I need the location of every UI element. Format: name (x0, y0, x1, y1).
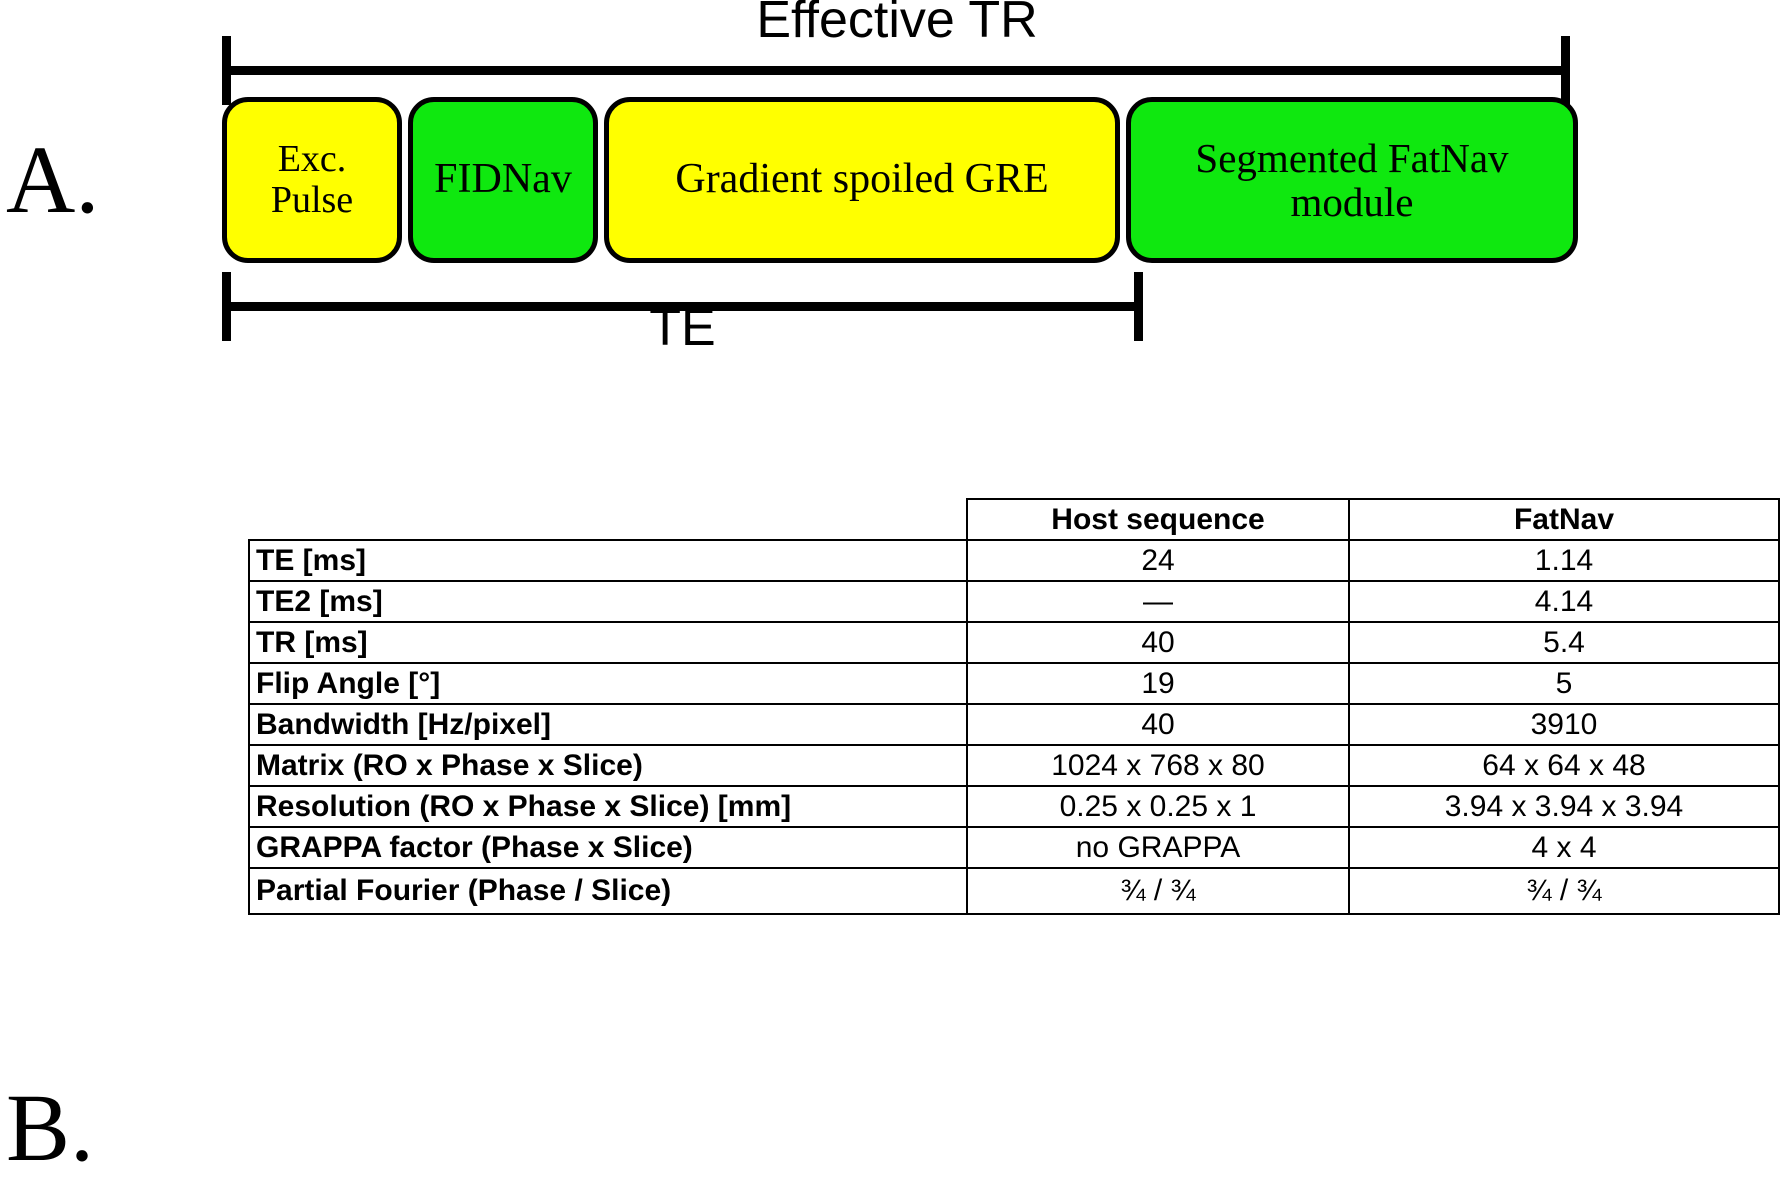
cell-fatnav: 64 x 64 x 48 (1348, 744, 1780, 787)
cell-host-sequence: 0.25 x 0.25 x 1 (966, 785, 1350, 828)
row-label: TE [ms] (248, 539, 968, 582)
cell-host-sequence: ¾ / ¾ (966, 867, 1350, 915)
te-bracket (222, 272, 1143, 341)
cell-fatnav: 4.14 (1348, 580, 1780, 623)
row-label: GRAPPA factor (Phase x Slice) (248, 826, 968, 869)
row-label: Bandwidth [Hz/pixel] (248, 703, 968, 746)
row-label: Partial Fourier (Phase / Slice) (248, 867, 968, 915)
cell-host-sequence: 1024 x 768 x 80 (966, 744, 1350, 787)
row-label: Flip Angle [°] (248, 662, 968, 705)
tr-bracket-bar (222, 66, 1570, 75)
row-label: TR [ms] (248, 621, 968, 664)
row-label: Resolution (RO x Phase x Slice) [mm] (248, 785, 968, 828)
table-row: Resolution (RO x Phase x Slice) [mm]0.25… (248, 785, 1780, 828)
effective-tr-bracket (222, 36, 1570, 105)
excitation-pulse-label-line1: Exc. (277, 137, 347, 180)
cell-fatnav: ¾ / ¾ (1348, 867, 1780, 915)
effective-tr-label: Effective TR (756, 0, 1038, 49)
cell-host-sequence: — (966, 580, 1350, 623)
cell-host-sequence: no GRAPPA (966, 826, 1350, 869)
column-header-host-sequence: Host sequence (966, 498, 1350, 541)
cell-fatnav: 3.94 x 3.94 x 3.94 (1348, 785, 1780, 828)
cell-host-sequence: 24 (966, 539, 1350, 582)
te-bracket-bar (222, 302, 1143, 311)
table-header-row: Host sequence FatNav (249, 498, 1780, 541)
row-label: TE2 [ms] (248, 580, 968, 623)
tr-bracket-right-tick (1561, 36, 1570, 105)
te-label: TE (649, 299, 716, 357)
segmented-fatnav-label-line1: Segmented FatNav (1195, 134, 1509, 181)
panel-a-sequence-diagram: A. Effective TR Exc.Pulse FIDNav Gradien… (0, 0, 1781, 420)
panel-a-label: A. (6, 126, 100, 233)
excitation-pulse-label-line2: Pulse (270, 179, 354, 221)
segmented-fatnav-label-line2: module (1290, 179, 1414, 225)
gradient-spoiled-gre-label: Gradient spoiled GRE (675, 156, 1049, 203)
sequence-block-fidnav: FIDNav (408, 97, 598, 263)
fidnav-label: FIDNav (434, 156, 572, 203)
cell-fatnav: 5.4 (1348, 621, 1780, 664)
row-label: Matrix (RO x Phase x Slice) (248, 744, 968, 787)
cell-host-sequence: 40 (966, 703, 1350, 746)
column-header-fatnav: FatNav (1348, 498, 1780, 541)
cell-fatnav: 1.14 (1348, 539, 1780, 582)
table-row: TE2 [ms]—4.14 (248, 580, 1780, 623)
cell-host-sequence: 19 (966, 662, 1350, 705)
table-row: Matrix (RO x Phase x Slice)1024 x 768 x … (248, 744, 1780, 787)
cell-fatnav: 4 x 4 (1348, 826, 1780, 869)
cell-host-sequence: 40 (966, 621, 1350, 664)
cell-fatnav: 3910 (1348, 703, 1780, 746)
panel-b-label: B. (6, 1074, 95, 1181)
excitation-pulse-label: Exc.Pulse (270, 137, 354, 221)
cell-fatnav: 5 (1348, 662, 1780, 705)
table-corner-cell (249, 499, 967, 540)
te-bracket-right-tick (1134, 272, 1143, 341)
sequence-block-gradient-spoiled-gre: Gradient spoiled GRE (604, 97, 1120, 263)
sequence-block-row: Exc.Pulse FIDNav Gradient spoiled GRE Se… (0, 97, 1781, 263)
sequence-block-excitation-pulse: Exc.Pulse (222, 97, 402, 263)
